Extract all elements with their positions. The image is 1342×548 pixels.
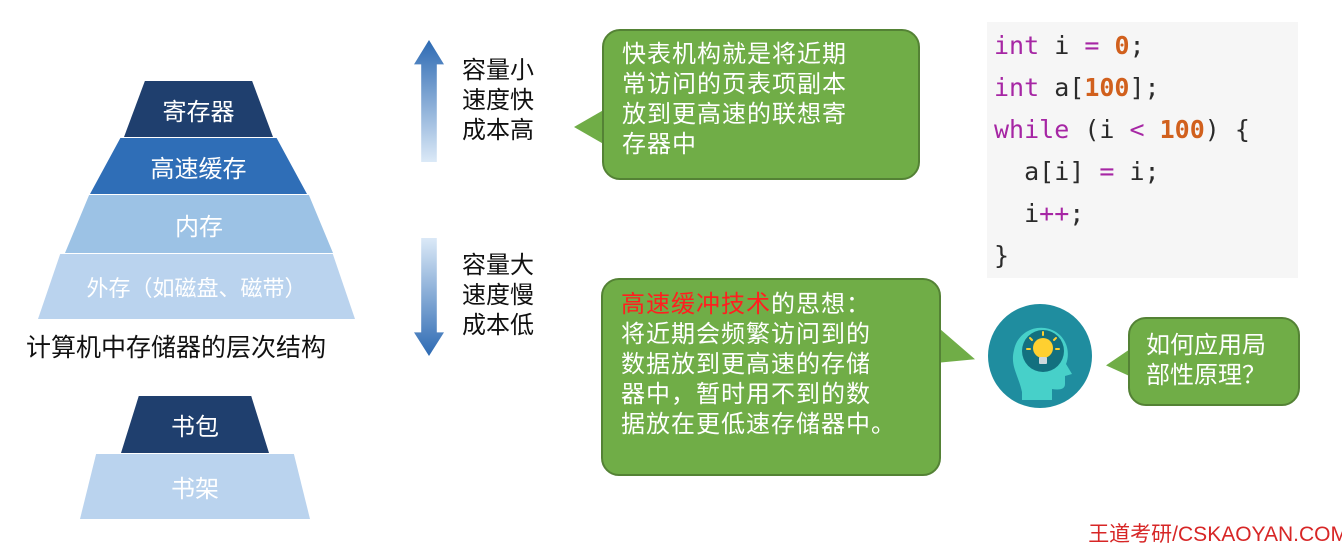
- code-line-5: i++;: [994, 199, 1085, 228]
- bubble-question-text: 如何应用局 部性原理？: [1146, 331, 1266, 389]
- code-line-6: }: [994, 241, 1010, 270]
- bubble-cache-text: 高速缓冲技术的思想： 将近期会频繁访问到的 数据放到更高速的存储 器中，暂时用不…: [621, 290, 896, 438]
- pyramid-caption: 计算机中存储器的层次结构: [26, 333, 327, 362]
- tier-schoolbag: 书包: [121, 396, 269, 453]
- code-line-1: int i = 0;: [994, 31, 1145, 60]
- tier-register: 寄存器: [124, 81, 273, 137]
- arrow-down-icon: [414, 238, 444, 356]
- head-lightbulb-svg: [1012, 327, 1072, 400]
- code-line-3: while (i < 100) {: [994, 115, 1250, 144]
- arrow-up-icon: [414, 40, 444, 162]
- bubble-tlb-text: 快表机构就是将近期 常访问的页表项副本 放到更高速的联想寄 存器中: [622, 40, 847, 158]
- bubble-cache: 高速缓冲技术的思想： 将近期会频繁访问到的 数据放到更高速的存储 器中，暂时用不…: [601, 278, 941, 476]
- arrow-up-label: 容量小 速度快 成本高: [462, 56, 534, 144]
- bubble-question: 如何应用局 部性原理？: [1128, 317, 1300, 406]
- bubble-tlb: 快表机构就是将近期 常访问的页表项副本 放到更高速的联想寄 存器中: [602, 29, 920, 180]
- tier-cache: 高速缓存: [90, 138, 307, 194]
- code-line-2: int a[100];: [994, 73, 1160, 102]
- tier-bookshelf: 书架: [80, 454, 310, 519]
- arrow-down-label: 容量大 速度慢 成本低: [462, 251, 534, 339]
- tier-main-memory: 内存: [65, 195, 333, 253]
- highlight-term: 高速缓冲技术: [621, 290, 771, 318]
- code-block: int i = 0; int a[100]; while (i < 100) { a…: [987, 22, 1298, 278]
- tier-external-storage: 外存（如磁盘、磁带）: [38, 254, 355, 319]
- head-with-lightbulb-icon: [988, 304, 1092, 408]
- brand-watermark: 王道考研/CSKAOYAN.COM: [1088, 523, 1342, 546]
- code-line-4: a[i] = i;: [994, 157, 1160, 186]
